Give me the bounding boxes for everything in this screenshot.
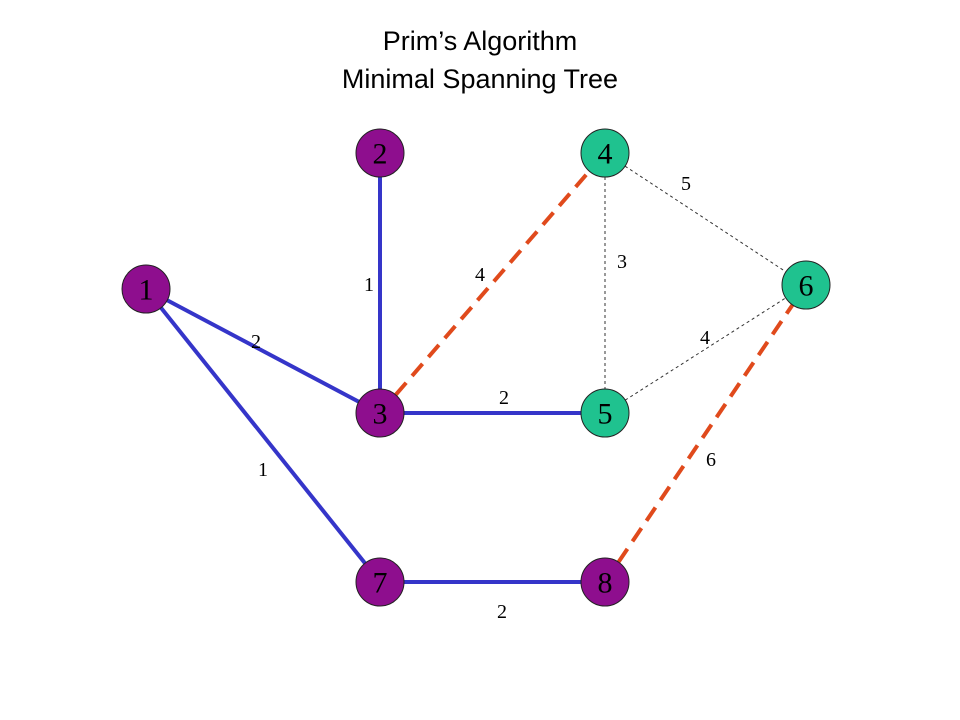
node-label-3: 3 bbox=[373, 398, 388, 431]
node-circle-1 bbox=[121, 264, 171, 314]
node-2: 2 bbox=[355, 128, 405, 178]
node-label-7: 7 bbox=[373, 567, 388, 600]
node-circle-2 bbox=[355, 128, 405, 178]
node-label-1: 1 bbox=[139, 274, 154, 307]
edge-5-6 bbox=[624, 297, 787, 401]
edge-3-4 bbox=[394, 169, 591, 397]
title-line-1: Prim’s Algorithm bbox=[382, 26, 578, 56]
node-label-2: 2 bbox=[373, 138, 388, 171]
edge-weight-2-3: 1 bbox=[364, 274, 374, 296]
node-circle-3 bbox=[355, 388, 405, 438]
edge-8-6 bbox=[616, 303, 795, 564]
node-circle-6 bbox=[781, 260, 831, 310]
edge-weight-8-6: 6 bbox=[706, 449, 716, 471]
edge-weight-7-8: 2 bbox=[497, 601, 507, 623]
node-1: 1 bbox=[121, 264, 171, 314]
node-4: 4 bbox=[580, 128, 630, 178]
node-layer: 1 2 3 4 5 6 7 8 bbox=[121, 128, 831, 607]
edge-weight-5-6: 4 bbox=[700, 327, 710, 349]
edge-weight-4-6: 5 bbox=[681, 173, 691, 195]
node-label-4: 4 bbox=[598, 138, 613, 171]
node-3: 3 bbox=[355, 388, 405, 438]
node-label-8: 8 bbox=[598, 567, 613, 600]
node-8: 8 bbox=[580, 557, 630, 607]
node-circle-8 bbox=[580, 557, 630, 607]
edge-1-7 bbox=[159, 306, 367, 565]
edge-weight-3-4: 4 bbox=[475, 264, 485, 286]
node-5: 5 bbox=[580, 388, 630, 438]
node-label-5: 5 bbox=[598, 398, 613, 431]
edge-1-3 bbox=[166, 298, 360, 404]
edge-weight-3-5: 2 bbox=[499, 387, 509, 409]
node-circle-7 bbox=[355, 557, 405, 607]
edge-weight-1-3: 2 bbox=[251, 331, 261, 353]
node-7: 7 bbox=[355, 557, 405, 607]
node-label-6: 6 bbox=[799, 270, 814, 303]
edge-4-6 bbox=[624, 165, 787, 273]
edge-weight-1-7: 1 bbox=[258, 459, 268, 481]
node-circle-5 bbox=[580, 388, 630, 438]
title-block: Prim’s Algorithm Minimal Spanning Tree bbox=[0, 22, 960, 98]
edge-layer: 1 2 1 2 2 4 6 3 5 4 bbox=[159, 165, 795, 623]
edge-weight-4-5: 3 bbox=[617, 251, 627, 273]
node-6: 6 bbox=[781, 260, 831, 310]
node-circle-4 bbox=[580, 128, 630, 178]
title-line-2: Minimal Spanning Tree bbox=[341, 64, 619, 94]
